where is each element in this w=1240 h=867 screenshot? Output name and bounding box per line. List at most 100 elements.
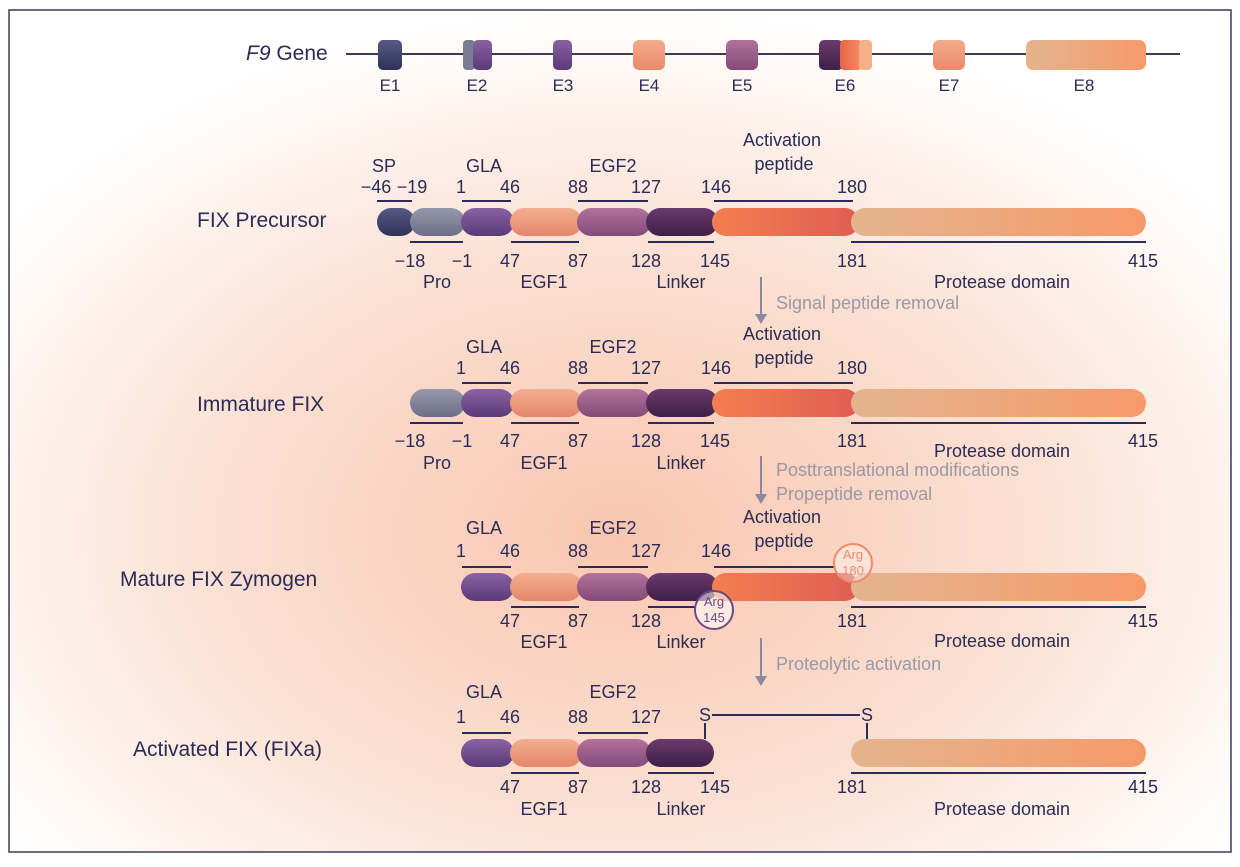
num-128: 128 [631, 777, 661, 797]
domain-linker [646, 573, 718, 601]
domain-gla [461, 208, 514, 236]
label-egf2: EGF2 [589, 156, 636, 176]
num-181: 181 [837, 777, 867, 797]
num-415: 415 [1128, 611, 1158, 631]
exon-e6-block-a [819, 40, 843, 70]
domain-egf2 [577, 739, 651, 767]
exon-e7-label: E7 [939, 76, 960, 95]
exon-e4-label: E4 [639, 76, 660, 95]
domain-sp [377, 208, 415, 236]
label-linker: Linker [656, 799, 705, 819]
num-180: 180 [837, 177, 867, 197]
label-egf1: EGF1 [520, 453, 567, 473]
exon-e1-block [378, 40, 402, 70]
num-47: 47 [500, 251, 520, 271]
num-1: 1 [456, 358, 466, 378]
num-128: 128 [631, 431, 661, 451]
label-linker: Linker [656, 272, 705, 292]
row-title: Mature FIX Zymogen [120, 568, 317, 591]
arg180-circle [833, 543, 873, 583]
disulfide-bond [704, 714, 868, 739]
domain-protease [851, 739, 1146, 767]
bracket-lines [410, 382, 1146, 424]
step-posttranslational: Posttranslational modifications Propepti… [755, 456, 1019, 504]
label-peptide: peptide [754, 154, 813, 174]
label-egf1: EGF1 [520, 272, 567, 292]
domain-egf2 [577, 208, 651, 236]
domain-pro [410, 389, 465, 417]
num-128: 128 [631, 251, 661, 271]
exon-e4-block [633, 40, 665, 70]
num-88: 88 [568, 541, 588, 561]
num-145: 145 [700, 251, 730, 271]
num-87: 87 [568, 611, 588, 631]
domain-egf2 [577, 573, 651, 601]
arg145-label: Arg [704, 594, 724, 609]
sulfur-left: S [699, 705, 711, 725]
step-label: Proteolytic activation [776, 654, 941, 674]
num-127: 127 [631, 707, 661, 727]
exon-e5-block [726, 40, 758, 70]
step-proteolytic-activation: Proteolytic activation [755, 638, 941, 686]
domain-protease [851, 208, 1146, 236]
sulfur-right: S [861, 705, 873, 725]
num-46: 46 [500, 707, 520, 727]
label-protease-domain: Protease domain [934, 799, 1070, 819]
num-minus46: −46 [361, 177, 392, 197]
num-127: 127 [631, 358, 661, 378]
num-127: 127 [631, 541, 661, 561]
num-1: 1 [456, 177, 466, 197]
label-gla: GLA [466, 518, 502, 538]
label-egf2: EGF2 [589, 337, 636, 357]
num-181: 181 [837, 431, 867, 451]
label-egf2: EGF2 [589, 682, 636, 702]
num-415: 415 [1128, 431, 1158, 451]
num-minus18: −18 [395, 431, 426, 451]
exon-e3-block [553, 40, 572, 70]
label-activation: Activation [743, 324, 821, 344]
num-1: 1 [456, 707, 466, 727]
step-label: Signal peptide removal [776, 293, 959, 313]
arg180-cleavage-site: Arg 180 [833, 543, 873, 583]
arg145-circle [694, 590, 734, 630]
label-peptide: peptide [754, 348, 813, 368]
exon-e8-block [1026, 40, 1146, 70]
arg180-number: 180 [842, 563, 864, 578]
step-signal-peptide-removal: Signal peptide removal [755, 277, 959, 324]
exon-e6-label: E6 [835, 76, 856, 95]
num-180: 180 [837, 358, 867, 378]
domain-gla [461, 573, 514, 601]
num-88: 88 [568, 177, 588, 197]
row-immature-fix: Immature FIX GLA EGF2 Activation peptide… [197, 324, 1158, 473]
domain-gla [461, 739, 514, 767]
num-46: 46 [500, 358, 520, 378]
bracket-lines [462, 732, 1146, 774]
num-minus1: −1 [452, 431, 473, 451]
exon-e5-label: E5 [732, 76, 753, 95]
row-fix-precursor: FIX Precursor SP GLA EGF2 Activation pep… [197, 130, 1158, 292]
exon-e2-label: E2 [467, 76, 488, 95]
num-1: 1 [456, 541, 466, 561]
num-46: 46 [500, 177, 520, 197]
domain-protease [851, 389, 1146, 417]
num-87: 87 [568, 777, 588, 797]
arrow-down-icon [755, 676, 767, 686]
arg180-label: Arg [843, 547, 863, 562]
step-label-line2: Propeptide removal [776, 484, 932, 504]
label-pro: Pro [423, 272, 451, 292]
num-minus1: −1 [452, 251, 473, 271]
domain-protease [851, 573, 1146, 601]
domain-egf1 [510, 739, 582, 767]
domain-egf2 [577, 389, 651, 417]
label-gla: GLA [466, 337, 502, 357]
label-protease-domain: Protease domain [934, 272, 1070, 292]
arg145-cleavage-site: Arg 145 [694, 590, 734, 630]
domain-activation-peptide [712, 573, 859, 601]
domain-egf1 [510, 389, 582, 417]
domain-activation-peptide [712, 208, 859, 236]
gene-label: F9 Gene [246, 42, 328, 65]
label-pro: Pro [423, 453, 451, 473]
label-gla: GLA [466, 156, 502, 176]
